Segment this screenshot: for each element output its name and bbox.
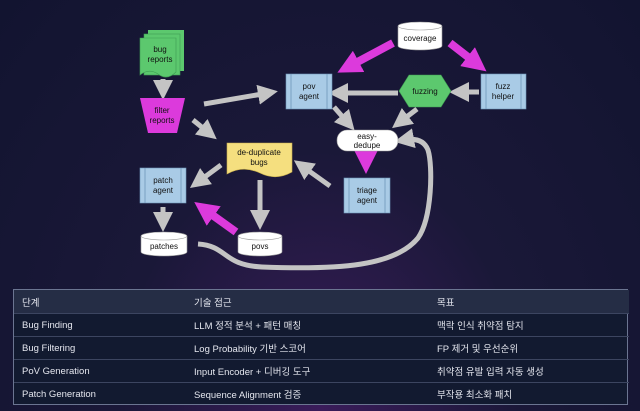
easy-dedupe-line-1: easy- <box>357 132 377 141</box>
povs-label: povs <box>252 242 269 251</box>
cell-goal: 맥락 인식 취약점 탐지 <box>429 313 629 337</box>
patches-node: patches <box>140 231 188 257</box>
filter-reports-line-1: filter <box>154 106 169 115</box>
arrow-triage-to-dedup <box>293 160 332 189</box>
arrow-filter-to-pov <box>203 84 278 107</box>
easy-dedupe-line-2: dedupe <box>354 141 381 150</box>
filter-reports-line-2: reports <box>150 116 175 125</box>
table-row: Bug Finding LLM 정적 분석 + 패턴 매칭 맥락 인식 취약점 … <box>14 313 629 337</box>
table-header-row: 단계 기술 접근 목표 <box>14 290 629 314</box>
easy-dedupe-node: easy-dedupe <box>336 129 399 152</box>
table-row: Bug Filtering Log Probability 기반 스코어 FP … <box>14 336 629 360</box>
cell-stage: PoV Generation <box>14 359 186 383</box>
patches-label: patches <box>150 242 178 251</box>
bug-reports-line-2: reports <box>148 55 173 64</box>
de-duplicate-bugs-line-2: bugs <box>250 158 267 167</box>
fuzzing-node: fuzzing <box>398 74 452 108</box>
cell-approach: Log Probability 기반 스코어 <box>186 336 429 360</box>
arrow-pov-to-dedupe <box>332 105 355 131</box>
arrow-coverage-to-fuzzhelper <box>447 39 487 72</box>
cell-stage: Bug Filtering <box>14 336 186 360</box>
pov-agent-line-1: pov <box>303 82 316 91</box>
cell-approach: Sequence Alignment 검증 <box>194 390 302 401</box>
pov-agent-line-2: agent <box>299 92 320 101</box>
table-row: Patch Generation Sequence Alignment 검증 부… <box>14 383 629 406</box>
arrow-dedup-to-patch <box>189 162 223 188</box>
cell-goal: 취약점 유발 입력 자동 생성 <box>429 359 629 383</box>
cell-approach: Input Encoder + 디버깅 도구 <box>186 359 429 383</box>
summary-table-container: 단계 기술 접근 목표 Bug Finding LLM 정적 분석 + 패턴 매… <box>13 289 629 405</box>
cell-goal: FP 제거 및 우선순위 <box>429 336 629 360</box>
header-stage: 단계 <box>14 290 186 314</box>
bug-reports-line-1: bug <box>153 45 166 54</box>
arrow-patches-loop-to-dedupe <box>197 128 434 271</box>
triage-agent-line-1: triage <box>357 186 378 195</box>
de-duplicate-bugs-line-1: de-duplicate <box>237 148 281 157</box>
cell-approach: LLM 정적 분석 + 패턴 매칭 <box>186 313 429 337</box>
coverage-label: coverage <box>404 34 437 43</box>
cell-stage: Bug Finding <box>14 313 186 337</box>
patch-agent-line-1: patch <box>153 176 173 185</box>
arrow-fuzzing-to-dedupe <box>392 107 419 129</box>
gray-arrows <box>153 79 479 271</box>
svg-text:easy-dedupe: easy-dedupe <box>354 132 381 150</box>
header-approach: 기술 접근 <box>186 290 429 314</box>
cell-stage: Patch Generation <box>22 388 96 400</box>
povs-node: povs <box>237 231 283 257</box>
triage-agent-line-2: agent <box>357 196 378 205</box>
arrow-coverage-to-pov <box>337 39 395 73</box>
magenta-arrows <box>194 39 487 236</box>
summary-table: 단계 기술 접근 목표 Bug Finding LLM 정적 분석 + 패턴 매… <box>14 290 629 405</box>
coverage-node: coverage <box>397 21 443 51</box>
arrow-filter-to-dedup <box>191 118 217 140</box>
fuzzing-label: fuzzing <box>412 87 437 96</box>
cell-goal: 부작용 최소화 패치 <box>437 390 513 401</box>
patch-agent-line-2: agent <box>153 186 174 195</box>
fuzz-helper-line-2: helper <box>492 92 515 101</box>
header-goal: 목표 <box>429 290 629 314</box>
fuzz-helper-line-1: fuzz <box>496 82 511 91</box>
table-row: PoV Generation Input Encoder + 디버깅 도구 취약… <box>14 359 629 383</box>
arrow-povs-to-patch <box>194 201 239 236</box>
